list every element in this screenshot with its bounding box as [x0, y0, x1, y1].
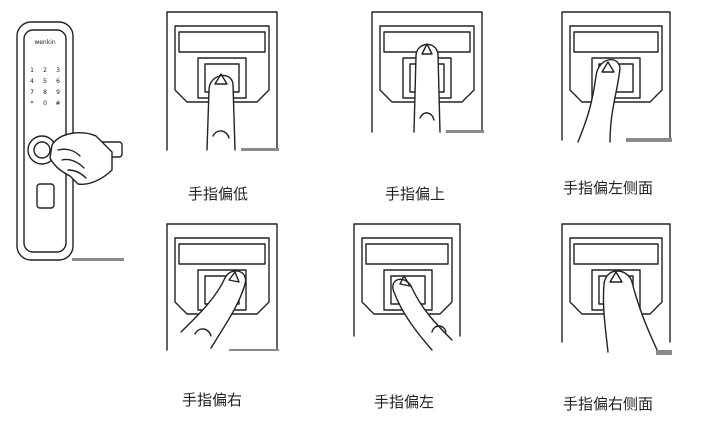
keypad-key: 3 — [56, 67, 60, 74]
panel-caption: 手指偏左 — [374, 393, 435, 411]
lock-brand-text: wenkin — [34, 39, 56, 46]
panel-finger-too-low — [165, 10, 290, 160]
panel-finger-too-left — [352, 222, 477, 372]
keypad-key: 5 — [43, 78, 47, 85]
keypad-key: # — [55, 100, 60, 107]
panel-caption: 手指偏低 — [188, 185, 249, 203]
panel-finger-left-side — [560, 10, 685, 160]
panel-finger-too-high — [370, 10, 495, 160]
keypad-key: 6 — [56, 78, 60, 85]
keypad-key: 2 — [43, 67, 47, 74]
panel-caption: 手指偏右侧面 — [563, 395, 654, 413]
keypad: 1 2 3 4 5 6 7 8 9 * 0 # — [30, 67, 60, 107]
door-lock-illustration: wenkin 1 2 3 4 5 6 7 8 9 * 0 # — [0, 0, 140, 280]
panel-finger-right-side — [560, 222, 685, 372]
panel-finger-too-right — [165, 222, 290, 372]
keypad-key: 8 — [43, 89, 47, 96]
panel-caption: 手指偏右 — [182, 391, 243, 409]
keypad-key: 4 — [30, 78, 34, 85]
keypad-key: * — [31, 100, 34, 107]
panel-caption: 手指偏左侧面 — [563, 179, 654, 197]
keypad-key: 1 — [30, 67, 34, 74]
keypad-key: 0 — [43, 100, 47, 107]
keypad-key: 7 — [30, 89, 34, 96]
keypad-key: 9 — [56, 89, 60, 96]
panel-caption: 手指偏上 — [385, 185, 446, 203]
